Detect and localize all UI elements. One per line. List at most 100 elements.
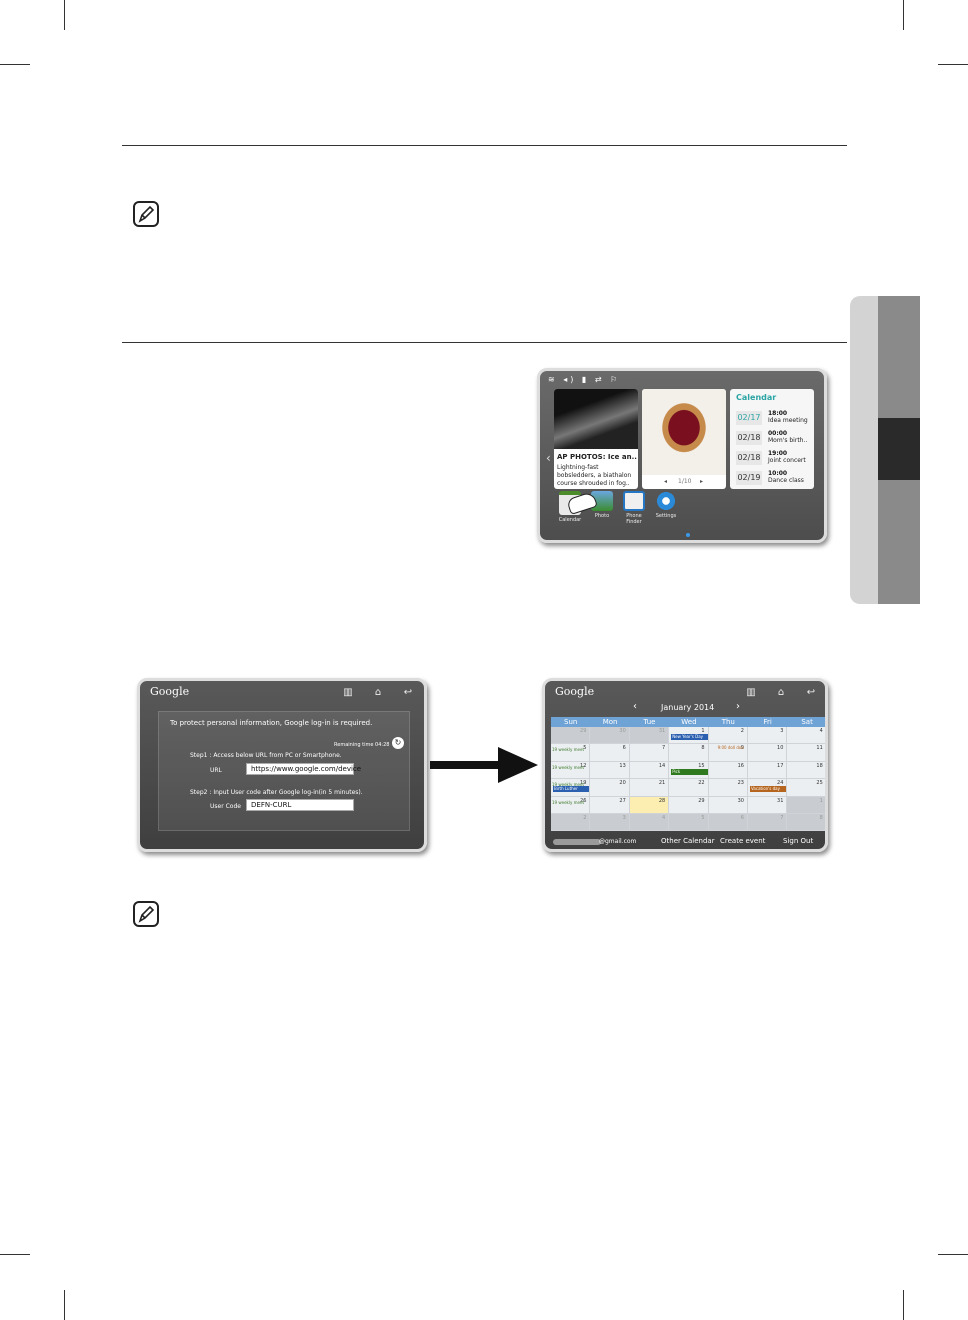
- step2-text: Step2 : Input User code after Google log…: [190, 789, 363, 796]
- weekday-label: Tue: [629, 717, 670, 727]
- day-cell[interactable]: 17: [748, 761, 788, 780]
- month-title: January 2014: [661, 703, 715, 712]
- user-code-field[interactable]: DEFN-CURL: [246, 799, 354, 811]
- day-cell[interactable]: 16: [708, 761, 748, 780]
- photo-card[interactable]: ◂ 1/10 ▸: [642, 389, 726, 489]
- day-cell[interactable]: 9: [708, 744, 748, 762]
- day-cell[interactable]: 6: [590, 744, 630, 762]
- day-cell[interactable]: 2: [551, 814, 591, 832]
- app-phone-finder[interactable]: Phone Finder: [616, 491, 652, 525]
- calendar-widget-title: Calendar: [736, 393, 777, 402]
- day-cell[interactable]: 18: [787, 761, 825, 780]
- trash-icon[interactable]: ▥: [343, 687, 353, 698]
- event-date: 02/18: [736, 451, 762, 465]
- day-cell[interactable]: 29: [551, 727, 591, 745]
- trash-icon[interactable]: ▥: [746, 687, 756, 698]
- day-cell[interactable]: 7: [748, 814, 788, 832]
- home-icon[interactable]: ⌂: [777, 687, 785, 698]
- arrow-right-icon: [430, 747, 538, 783]
- calendar-event[interactable]: 02/19 10:00 Dance class: [734, 469, 812, 487]
- prev-month-icon[interactable]: ‹: [633, 701, 637, 712]
- day-cell[interactable]: 22: [669, 779, 709, 797]
- calendar-event-chip[interactable]: Pick: [671, 768, 708, 775]
- day-number: 7: [780, 815, 784, 821]
- day-number: 17: [777, 762, 784, 769]
- day-cell[interactable]: 4: [629, 814, 670, 832]
- url-field[interactable]: https://www.google.com/device: [246, 763, 361, 775]
- account-email: @gmail.com: [599, 838, 637, 845]
- day-number: 5: [701, 815, 705, 821]
- calendar-event[interactable]: 02/18 00:00 Mom's birth..: [734, 429, 812, 447]
- app-photo[interactable]: Photo: [584, 491, 620, 519]
- day-number: 30: [737, 797, 744, 804]
- calendar-event-chip[interactable]: New Year's Day: [671, 734, 708, 740]
- calendar-widget[interactable]: Calendar 02/17 18:00 Idea meeting 02/18 …: [730, 389, 814, 489]
- day-cell[interactable]: 30: [590, 727, 630, 745]
- create-event-button[interactable]: Create event: [720, 837, 766, 845]
- day-number: 12: [580, 762, 587, 769]
- day-cell[interactable]: 29: [669, 796, 709, 814]
- day-number: 31: [658, 728, 666, 734]
- calendar-event-chip[interactable]: Birth Luther: [553, 786, 590, 793]
- day-cell[interactable]: 6: [708, 814, 748, 832]
- photo-counter: 1/10: [678, 478, 692, 485]
- event-date: 02/19: [736, 471, 762, 485]
- home-icon[interactable]: ⌂: [374, 687, 382, 698]
- day-cell[interactable]: 25: [787, 779, 825, 797]
- google-logo: Google: [150, 685, 190, 698]
- calendar-event[interactable]: 02/18 19:00 Joint concert: [734, 449, 812, 467]
- day-number: 2: [740, 728, 744, 734]
- photo-prev-icon[interactable]: ◂: [664, 478, 668, 485]
- left-arrow-icon[interactable]: ‹: [546, 451, 551, 465]
- day-cell[interactable]: 31: [748, 796, 788, 814]
- weekday-label: Mon: [590, 717, 630, 727]
- weekday-label: Thu: [708, 717, 748, 727]
- day-cell[interactable]: 1: [787, 796, 825, 814]
- event-time: 10:00: [768, 470, 788, 477]
- back-icon[interactable]: ↩: [403, 687, 413, 698]
- day-number: 30: [619, 728, 626, 734]
- calendar-event-chip[interactable]: Vacation's day: [750, 786, 787, 793]
- event-time: 00:00: [768, 430, 788, 437]
- note-pen-icon: [133, 901, 159, 927]
- day-cell[interactable]: 10: [748, 744, 788, 762]
- next-month-icon[interactable]: ›: [736, 701, 740, 712]
- day-cell[interactable]: 4: [787, 727, 825, 745]
- day-cell[interactable]: 27: [590, 796, 630, 814]
- sign-out-button[interactable]: Sign Out: [783, 837, 814, 845]
- day-cell[interactable]: 14: [629, 761, 670, 780]
- day-cell[interactable]: 23: [708, 779, 748, 797]
- day-cell[interactable]: 3: [590, 814, 630, 832]
- other-calendar-button[interactable]: Other Calendar: [661, 837, 715, 845]
- day-cell[interactable]: 2: [708, 727, 748, 745]
- day-cell[interactable]: 20: [590, 779, 630, 797]
- day-cell[interactable]: 28: [629, 796, 670, 814]
- day-cell[interactable]: 11: [787, 744, 825, 762]
- day-cell[interactable]: 21: [629, 779, 670, 797]
- day-number: 18: [816, 762, 823, 769]
- photo-next-icon[interactable]: ▸: [700, 478, 704, 485]
- crop-mark: [64, 1290, 65, 1320]
- news-card[interactable]: AP PHOTOS: Ice an.. Lightning-fast bobsl…: [554, 389, 638, 489]
- chapter-tab-mid: [878, 296, 920, 418]
- day-cell[interactable]: 5: [669, 814, 709, 832]
- calendar-event[interactable]: 02/17 18:00 Idea meeting: [734, 409, 812, 427]
- refresh-icon[interactable]: ↻: [392, 737, 404, 749]
- day-cell[interactable]: 8: [787, 814, 825, 832]
- day-number: 22: [698, 780, 705, 787]
- day-cell[interactable]: 31: [629, 727, 670, 745]
- day-cell[interactable]: 13: [590, 761, 630, 780]
- weekly-meeting-label: 19 weekly meet: [552, 764, 585, 770]
- day-cell[interactable]: 30: [708, 796, 748, 814]
- app-settings[interactable]: Settings: [648, 491, 684, 519]
- calendar-event-chip[interactable]: 9:00 doll dou: [717, 745, 744, 751]
- day-cell[interactable]: 7: [629, 744, 670, 762]
- weekday-label: Fri: [748, 717, 788, 727]
- back-icon[interactable]: ↩: [806, 687, 816, 698]
- day-number: 5: [583, 745, 587, 752]
- day-cell[interactable]: 8: [669, 744, 709, 762]
- day-cell[interactable]: 3: [748, 727, 788, 745]
